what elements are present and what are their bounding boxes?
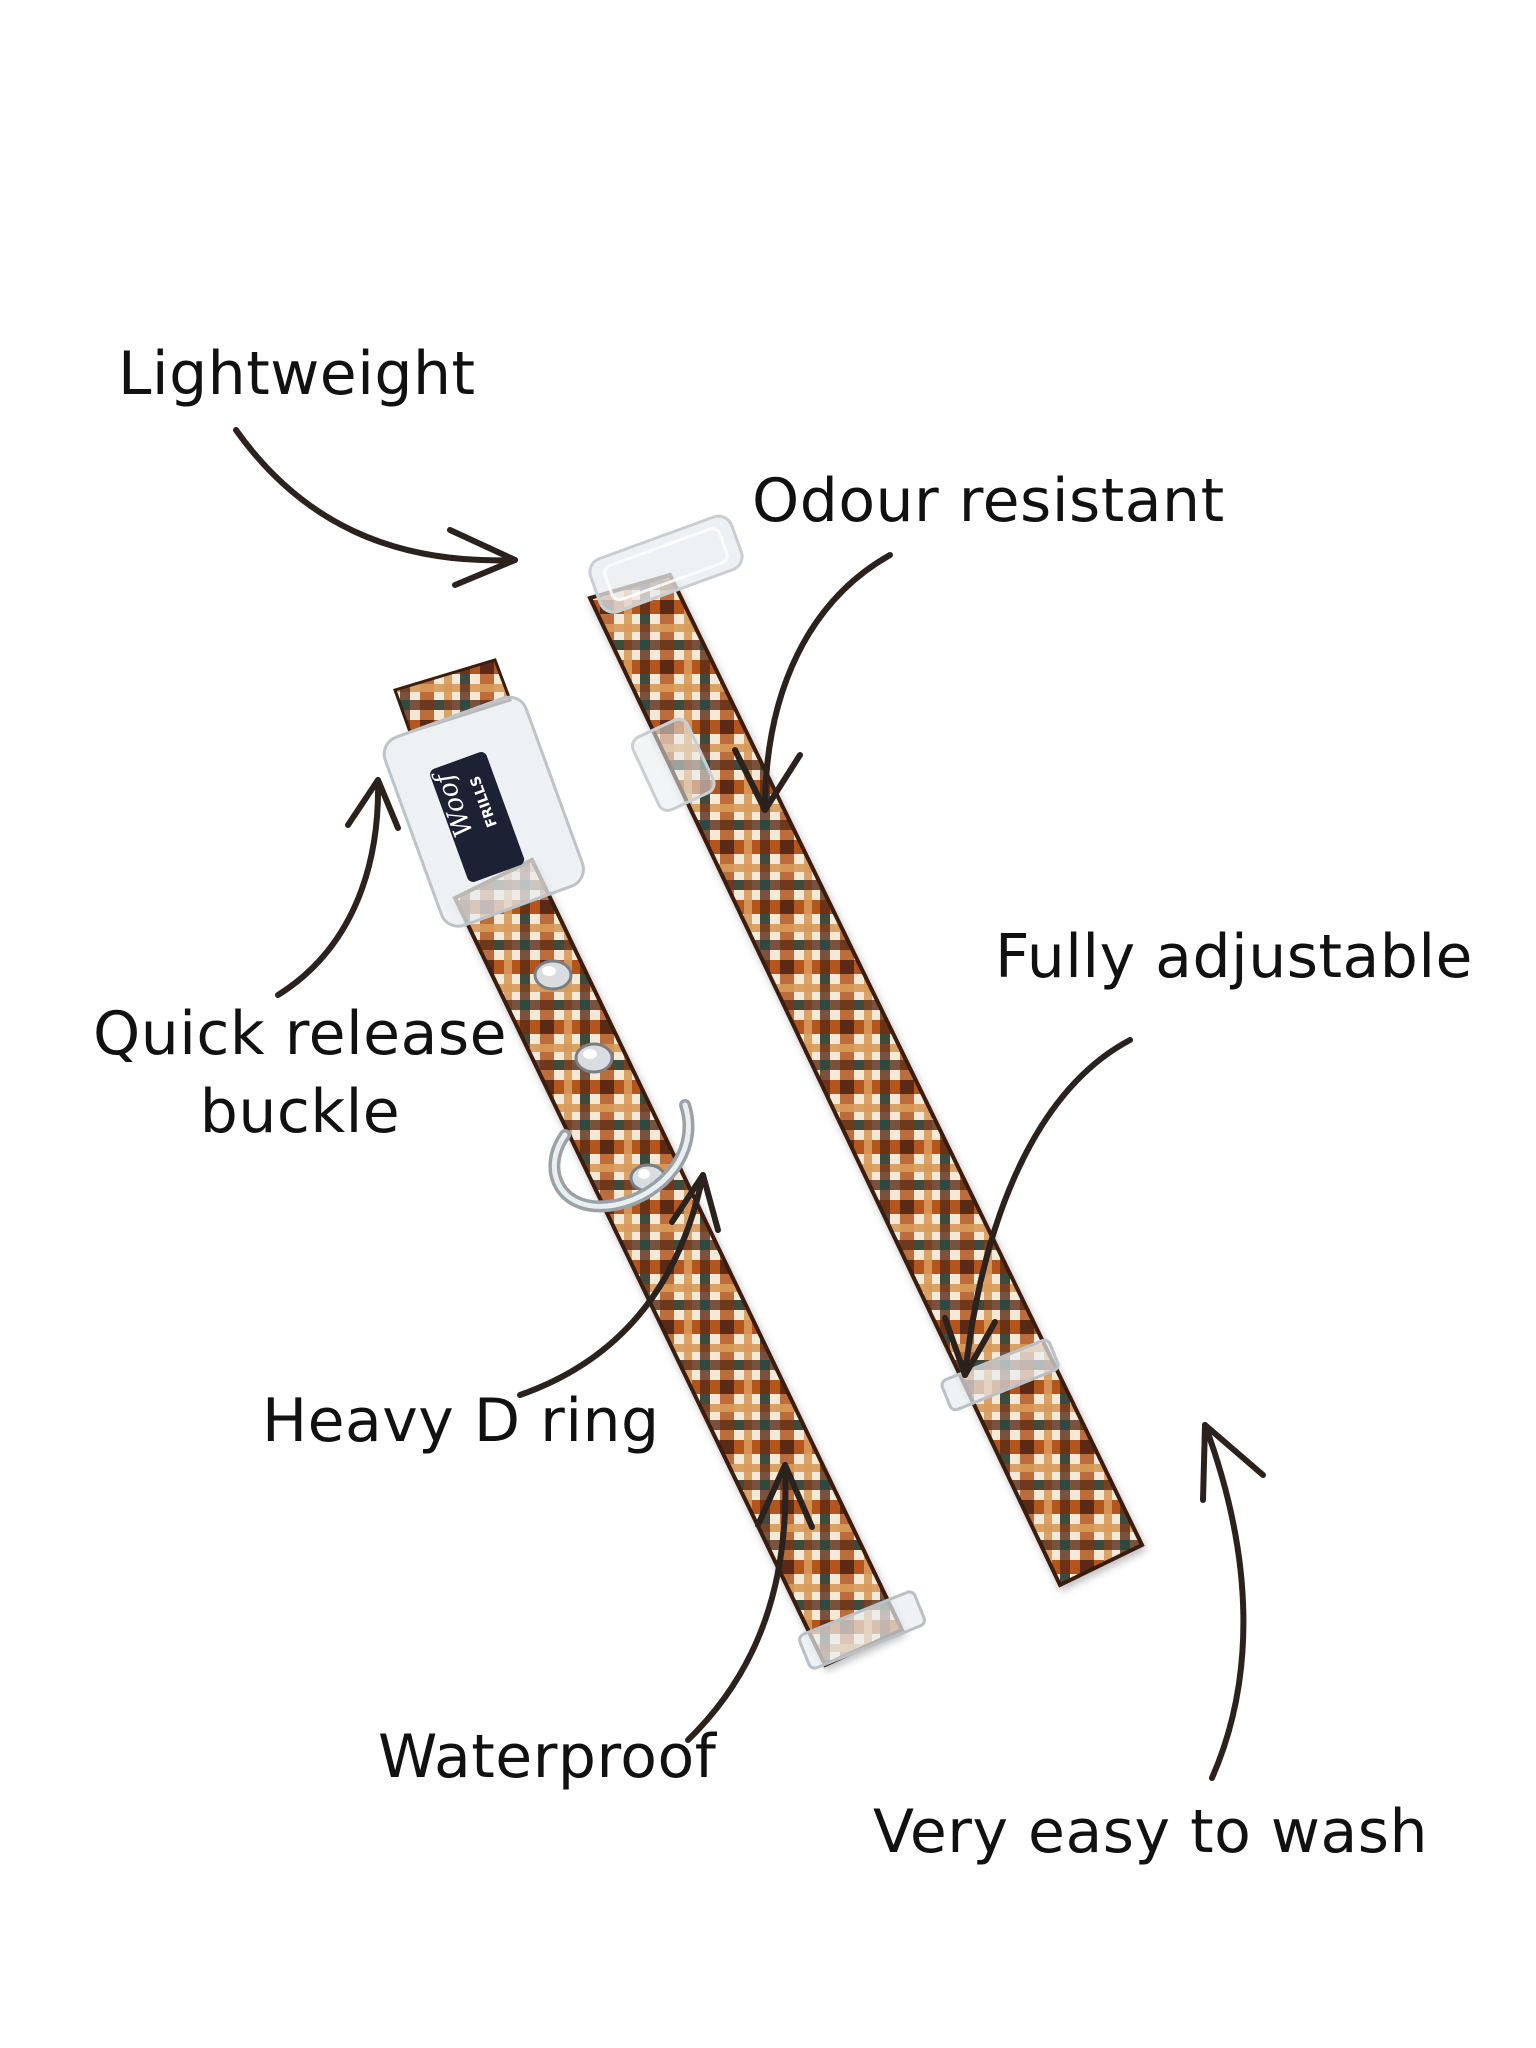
arrow-waterproof <box>685 1462 815 1743</box>
arrow-heavy-d-ring <box>517 1172 721 1398</box>
label-fully-adjustable: Fully adjustable <box>995 922 1473 992</box>
label-heavy-d-ring: Heavy D ring <box>262 1386 660 1456</box>
arrow-quick-release <box>275 777 401 998</box>
label-waterproof: Waterproof <box>378 1722 717 1792</box>
label-quick-release-line1: Quick release <box>92 999 508 1069</box>
arrow-lightweight <box>233 427 518 588</box>
arrow-fully-adjustable <box>942 1037 1133 1378</box>
right-collar <box>587 514 1145 1588</box>
label-odour-resistant: Odour resistant <box>752 466 1225 536</box>
brand-tag <box>430 752 525 882</box>
rivet-icon <box>533 959 667 1193</box>
label-lightweight: Lightweight <box>118 339 476 409</box>
d-ring-icon <box>548 1099 695 1213</box>
arrow-very-easy-to-wash <box>1200 1422 1266 1781</box>
label-very-easy-to-wash: Very easy to wash <box>873 1797 1429 1867</box>
left-collar: Woof FRILLS <box>382 658 926 1670</box>
label-quick-release-buckle: Quick release buckle <box>90 995 510 1151</box>
buckle-icon: Woof FRILLS <box>382 695 585 928</box>
left-collar-end-slider-icon <box>798 1590 926 1670</box>
arrow-odour-resistant <box>732 552 893 813</box>
right-collar-buckle-icon <box>588 514 744 812</box>
label-quick-release-line2: buckle <box>199 1077 401 1147</box>
right-collar-slider-icon <box>940 1338 1060 1412</box>
